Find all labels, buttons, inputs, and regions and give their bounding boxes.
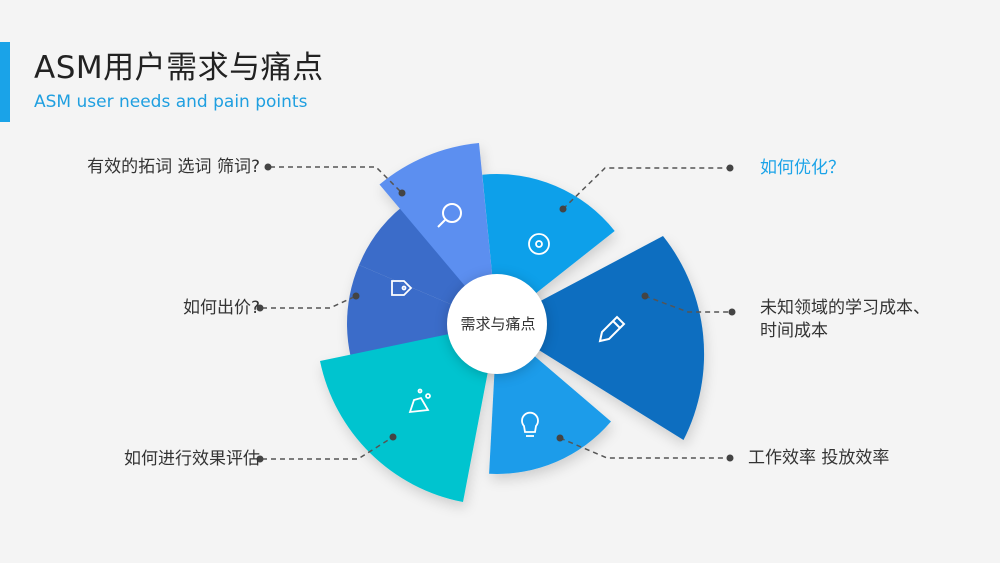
dot-disc-end: [726, 164, 734, 172]
label-disc: 如何优化？: [760, 158, 845, 178]
dot-pencil-end: [728, 308, 736, 316]
page-subtitle: ASM user needs and pain points: [34, 92, 308, 112]
accent-bar: [0, 42, 10, 122]
center-circle: [447, 274, 547, 374]
tag-icon: [391, 280, 413, 296]
connector-flask: [262, 436, 394, 460]
dot-lightbulb-start: [556, 434, 564, 442]
center-label: 需求与痛点: [460, 315, 536, 333]
dot-pencil-start: [641, 292, 649, 300]
label-flask: 如何进行效果评估: [124, 449, 260, 469]
disc-icon: [528, 233, 550, 255]
dot-flask-end: [256, 455, 264, 463]
label-tag: 如何出价?: [182, 298, 260, 318]
search-icon: [437, 203, 462, 228]
connector-disc: [562, 167, 727, 210]
segment-flask: [320, 324, 497, 502]
pencil-icon: [598, 315, 626, 343]
segment-search: [379, 143, 497, 324]
dot-disc-start: [559, 205, 567, 213]
label-pencil-line2: 时间成本: [760, 321, 828, 341]
dot-tag-start: [352, 292, 360, 300]
connector-tag: [262, 295, 357, 309]
dot-flask-start: [389, 433, 397, 441]
flask-icon: [408, 388, 431, 414]
dot-lightbulb-end: [726, 454, 734, 462]
dot-tag-end: [256, 304, 264, 312]
page-title: ASM用户需求与痛点: [34, 50, 324, 86]
connector-pencil: [644, 295, 729, 313]
dot-search-end: [264, 163, 272, 171]
label-lightbulb: 工作效率 投放效率: [748, 448, 890, 468]
connector-search: [270, 166, 403, 194]
lightbulb-icon: [521, 411, 539, 437]
label-pencil-line1: 未知领域的学习成本、: [760, 298, 930, 318]
dot-search-start: [398, 189, 406, 197]
label-search: 有效的拓词 选词 筛词?: [87, 157, 260, 177]
